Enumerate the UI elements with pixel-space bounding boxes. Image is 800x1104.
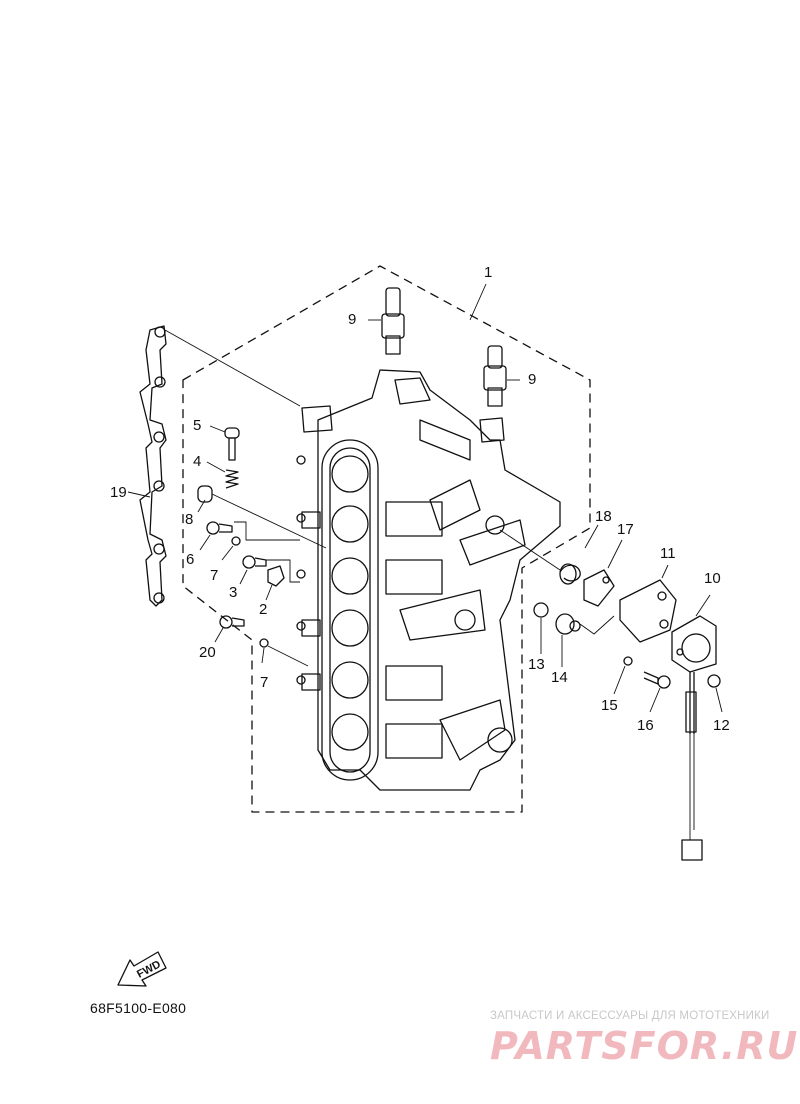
callout-12: 12	[713, 717, 730, 734]
callout-1: 1	[484, 264, 492, 281]
callout-3: 3	[229, 584, 237, 601]
callout-16: 16	[637, 717, 654, 734]
callout-8: 8	[185, 511, 193, 528]
assembly-boundary-dashed	[182, 265, 591, 813]
washer-part-15	[613, 656, 633, 695]
callout-labels: 1 2 3 4 5 6 7 7 8 9 9 10 11 12 13 14 15 …	[110, 264, 730, 981]
spring-part-18	[499, 524, 599, 585]
screw-part-5	[209, 425, 240, 461]
callout-14: 14	[551, 669, 568, 686]
callout-10: 10	[704, 570, 721, 587]
gasket-part-19	[139, 325, 301, 607]
callout-1-leader	[469, 283, 487, 321]
hose-fitting-part-9b	[483, 345, 520, 407]
callout-15: 15	[601, 697, 618, 714]
callout-13: 13	[528, 656, 545, 673]
fwd-label: FWD	[135, 958, 163, 980]
watermark-tagline: ЗАПЧАСТИ И АКСЕССУАРЫ ДЛЯ МОТОТЕХНИКИ	[490, 1010, 770, 1022]
fwd-arrow-icon	[117, 951, 167, 987]
throttle-body-housing-part-1	[296, 369, 561, 791]
spring-part-4	[206, 461, 239, 489]
screw-part-12	[707, 674, 723, 713]
screw-part-16	[643, 671, 671, 713]
callout-7a: 7	[210, 567, 218, 584]
screw-part-6	[199, 521, 233, 551]
bushing-part-13	[533, 602, 549, 654]
bushing-part-14	[555, 613, 615, 667]
screw-part-3	[234, 521, 300, 585]
callout-4: 4	[193, 453, 201, 470]
callout-9a: 9	[348, 311, 356, 328]
callout-7b: 7	[260, 674, 268, 691]
collar-part-8	[197, 485, 327, 549]
washer-part-7a	[221, 536, 241, 561]
bracket-part-11	[619, 564, 677, 643]
callout-6: 6	[186, 551, 194, 568]
diagram-part-code: 68F5100-E080	[90, 1000, 187, 1016]
bracket-part-2	[265, 565, 285, 601]
screw-part-20	[214, 615, 245, 643]
callout-17: 17	[617, 521, 634, 538]
watermark-brand-logo: PARTSFOR.RU	[490, 1024, 799, 1068]
lever-part-17	[583, 539, 623, 607]
callout-2: 2	[259, 601, 267, 618]
callout-11: 11	[660, 545, 676, 562]
hose-fitting-part-9a	[368, 287, 405, 355]
callout-9b: 9	[528, 371, 536, 388]
sensor-part-10	[671, 594, 717, 861]
washer-part-7b	[259, 638, 309, 667]
callout-19: 19	[110, 484, 127, 501]
callout-5: 5	[193, 417, 201, 434]
callout-20: 20	[199, 644, 216, 661]
callout-18: 18	[595, 508, 612, 525]
